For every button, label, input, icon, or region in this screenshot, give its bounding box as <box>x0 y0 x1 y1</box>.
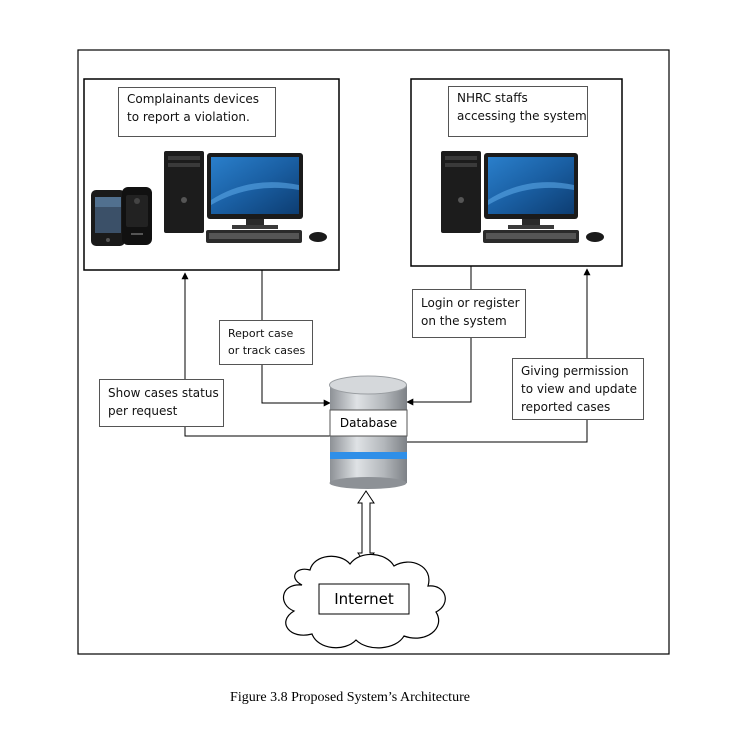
giving-permission-label: Giving permission to view and update rep… <box>512 358 644 420</box>
database-icon <box>329 375 408 489</box>
report-connector <box>261 270 331 407</box>
show-status-label: Show cases status per request <box>99 379 224 427</box>
complainants-label-line2: to report a violation. <box>127 110 250 124</box>
login-register-label-line1: Login or register <box>421 296 520 310</box>
status-connector <box>181 272 330 437</box>
giving-permission-label-line3: reported cases <box>521 400 611 414</box>
complainants-label: Complainants devices to report a violati… <box>118 87 276 137</box>
show-status-label-line2: per request <box>108 404 178 418</box>
database-label: Database <box>339 416 398 430</box>
complainants-box <box>83 78 340 271</box>
login-register-label: Login or register on the system <box>412 289 526 338</box>
desktop-computer-icon <box>441 151 604 243</box>
figure-caption: Figure 3.8 Proposed System’s Architectur… <box>230 690 470 705</box>
giving-permission-label-line1: Giving permission <box>521 364 629 378</box>
giving-permission-label-line2: to view and update <box>521 382 637 396</box>
outer-frame <box>77 49 670 655</box>
mobile-phone-icon <box>91 190 125 246</box>
login-register-label-line2: on the system <box>421 314 507 328</box>
show-status-label-line1: Show cases status <box>108 386 219 400</box>
report-case-label-line1: Report case <box>228 327 294 340</box>
staff-label-line1: NHRC staffs <box>457 91 528 105</box>
internet-label: Internet <box>334 590 394 608</box>
complainants-label-line1: Complainants devices <box>127 92 260 106</box>
mobile-phone-icon <box>122 187 152 245</box>
desktop-computer-icon <box>164 151 327 243</box>
permission-connector <box>407 268 591 443</box>
internet-label-box <box>318 583 410 615</box>
report-case-label: Report case or track cases <box>219 320 313 365</box>
staff-label-line2: accessing the system <box>457 109 587 123</box>
staff-box <box>410 78 623 267</box>
report-case-label-line2: or track cases <box>228 344 306 357</box>
staff-label: NHRC staffs accessing the system <box>448 86 588 137</box>
